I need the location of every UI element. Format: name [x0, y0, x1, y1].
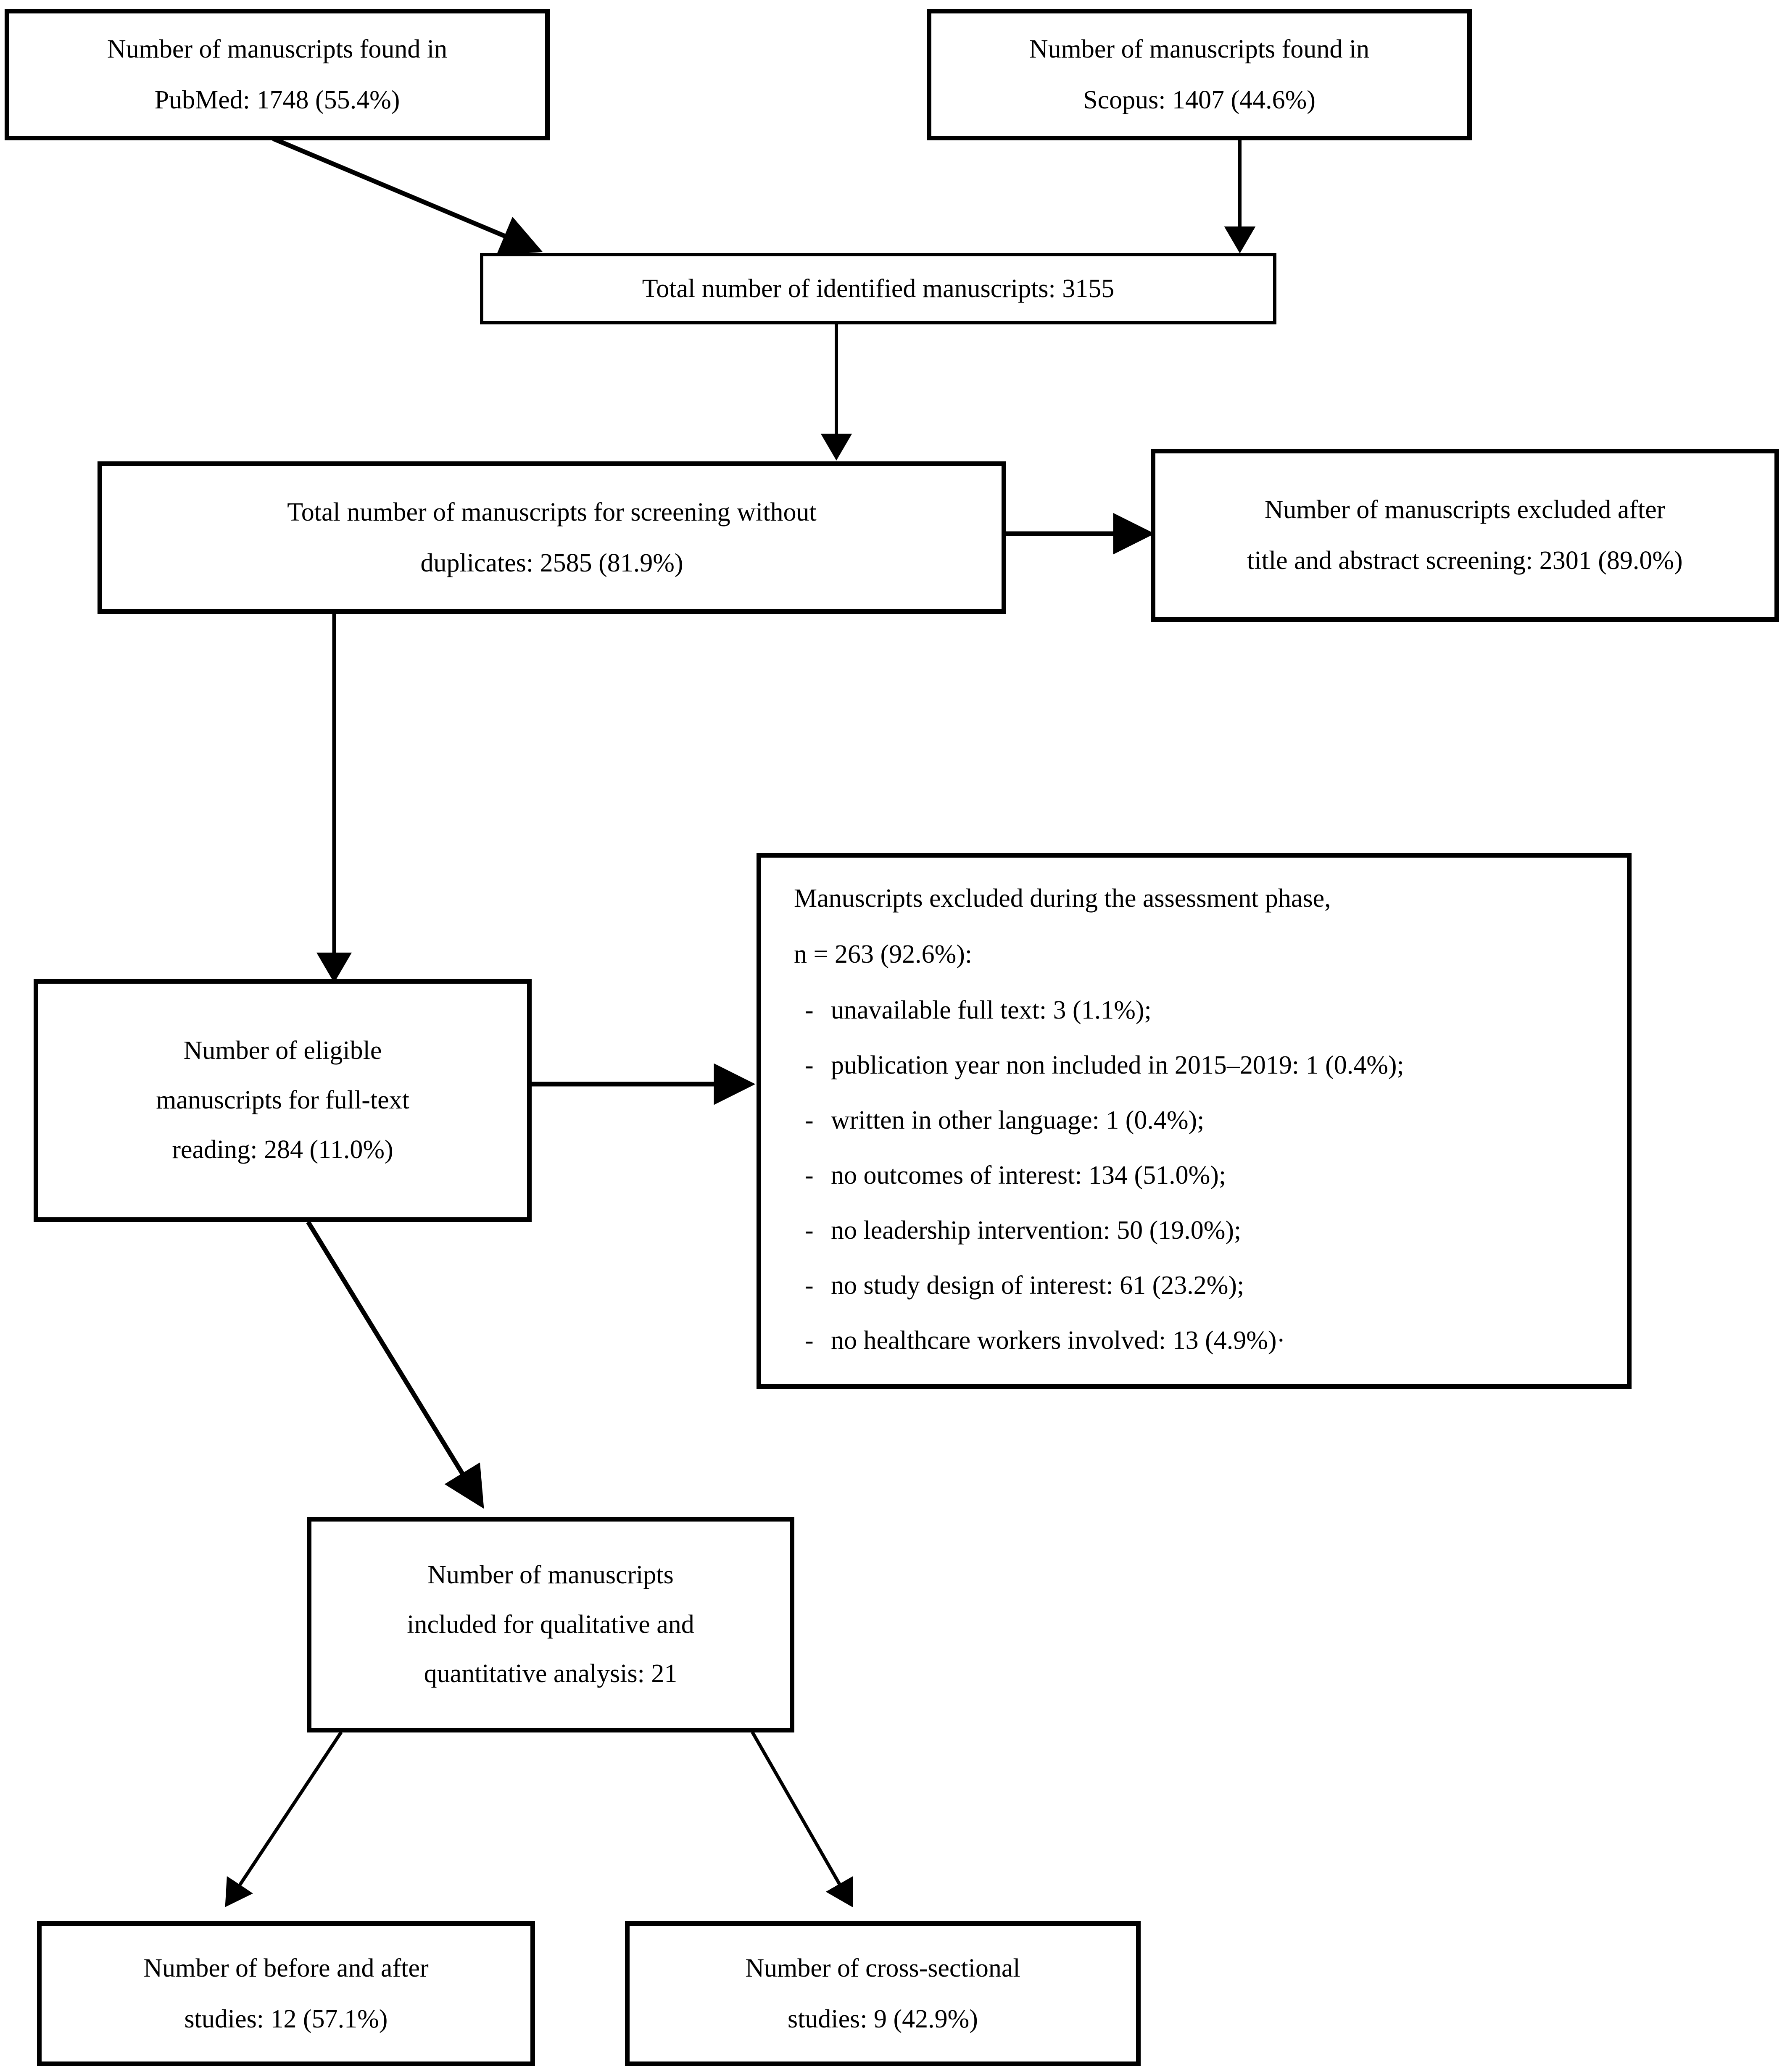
- bullet-dash-icon: -: [805, 1051, 814, 1079]
- box-total-identified: Total number of identified manuscripts: …: [480, 253, 1276, 324]
- box-screening-line-2: duplicates: 2585 (81.9%): [420, 548, 683, 577]
- box-eligible-fulltext: Number of eligible manuscripts for full-…: [34, 979, 532, 1222]
- box-excluded-title-abstract: Number of manuscripts excluded after tit…: [1151, 449, 1779, 622]
- connector-included-to-before-after-line: [225, 1861, 336, 1910]
- box-before-after-line-1: Number of before and after: [143, 1954, 429, 1982]
- box-eligible-line-2: manuscripts for full-text: [156, 1086, 409, 1115]
- exclusion-reason-label: unavailable full text: 3 (1.1%);: [831, 996, 1152, 1024]
- exclusion-reason-label: no leadership intervention: 50 (19.0%);: [831, 1216, 1242, 1245]
- exclusion-reason-item: - no leadership intervention: 50 (19.0%)…: [794, 1216, 1610, 1245]
- box-pubmed: Number of manuscripts found in PubMed: 1…: [5, 9, 550, 140]
- exclusion-reason-item: - unavailable full text: 3 (1.1%);: [794, 995, 1610, 1025]
- box-cross-sectional-line-2: studies: 9 (42.9%): [788, 2004, 978, 2033]
- box-included-line-3: quantitative analysis: 21: [424, 1659, 678, 1688]
- box-scopus-line-1: Number of manuscripts found in: [1029, 34, 1370, 63]
- exclusion-reason-item: - publication year non included in 2015–…: [794, 1050, 1610, 1080]
- exclusion-reason-label: no study design of interest: 61 (23.2%);: [831, 1271, 1244, 1300]
- bullet-dash-icon: -: [805, 1161, 814, 1190]
- box-included-line-1: Number of manuscripts: [427, 1560, 674, 1589]
- box-excluded-title-abstract-line-2: title and abstract screening: 2301 (89.0…: [1247, 546, 1683, 575]
- bullet-dash-icon: -: [805, 1216, 814, 1245]
- box-included-analysis: Number of manuscripts included for quali…: [307, 1517, 794, 1732]
- box-screening-line-1: Total number of manuscripts for screenin…: [287, 498, 817, 527]
- box-cross-sectional-line-1: Number of cross-sectional: [745, 1954, 1020, 1982]
- box-screening-without-duplicates: Total number of manuscripts for screenin…: [98, 461, 1006, 614]
- box-pubmed-line-1: Number of manuscripts found in: [107, 34, 448, 63]
- box-excluded-title-abstract-line-1: Number of manuscripts excluded after: [1264, 495, 1666, 524]
- connector-eligible-to-included: [306, 1221, 484, 1509]
- exclusion-reason-label: publication year non included in 2015–20…: [831, 1051, 1404, 1079]
- box-excluded-assessment: Manuscripts excluded during the assessme…: [757, 853, 1632, 1389]
- exclusion-reason-list: - unavailable full text: 3 (1.1%); - pub…: [794, 995, 1610, 1356]
- box-eligible-line-1: Number of eligible: [183, 1036, 382, 1065]
- box-eligible-line-3: reading: 284 (11.0%): [172, 1135, 393, 1164]
- box-cross-sectional-studies: Number of cross-sectional studies: 9 (42…: [625, 1921, 1141, 2066]
- box-before-after-line-2: studies: 12 (57.1%): [184, 2004, 388, 2033]
- box-included-line-2: included for qualitative and: [407, 1610, 694, 1639]
- connector-included-to-cross-sectional: [751, 1731, 853, 1907]
- exclusion-reason-item: - written in other language: 1 (0.4%);: [794, 1106, 1610, 1135]
- box-total-identified-line-1: Total number of identified manuscripts: …: [642, 274, 1115, 303]
- exclusion-reason-label: no healthcare workers involved: 13 (4.9%…: [831, 1326, 1286, 1355]
- bullet-dash-icon: -: [805, 1326, 814, 1355]
- connector-included-to-before-after-arrow: [225, 1731, 343, 1907]
- bullet-dash-icon: -: [805, 996, 814, 1024]
- box-scopus-line-2: Scopus: 1407 (44.6%): [1083, 85, 1315, 114]
- exclusion-reason-label: no outcomes of interest: 134 (51.0%);: [831, 1161, 1226, 1190]
- bullet-dash-icon: -: [805, 1271, 814, 1300]
- exclusion-reason-label: written in other language: 1 (0.4%);: [831, 1106, 1205, 1135]
- box-pubmed-line-2: PubMed: 1748 (55.4%): [154, 85, 400, 114]
- exclusion-reason-item: - no healthcare workers involved: 13 (4.…: [794, 1326, 1610, 1356]
- box-scopus: Number of manuscripts found in Scopus: 1…: [927, 9, 1472, 140]
- exclusion-reason-item: - no study design of interest: 61 (23.2%…: [794, 1271, 1610, 1301]
- connector-pubmed-to-identified: [272, 136, 543, 255]
- excluded-assessment-heading-2: n = 263 (92.6%):: [794, 940, 973, 969]
- box-before-after-studies: Number of before and after studies: 12 (…: [37, 1921, 535, 2066]
- exclusion-reason-item: - no outcomes of interest: 134 (51.0%);: [794, 1161, 1610, 1190]
- bullet-dash-icon: -: [805, 1106, 814, 1135]
- excluded-assessment-heading-1: Manuscripts excluded during the assessme…: [794, 884, 1331, 913]
